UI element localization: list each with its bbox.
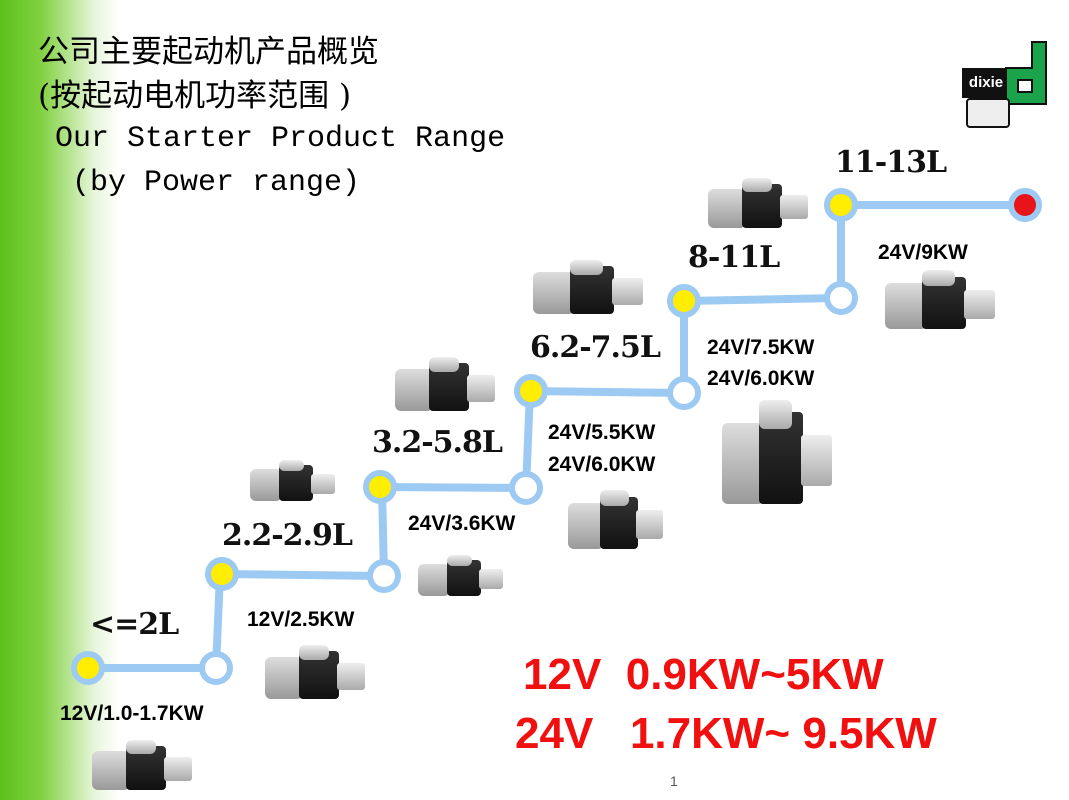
summary-24v: 24V 1.7KW~ 9.5KW xyxy=(515,709,937,758)
title-cn-line2: (按起动电机功率范围 ) xyxy=(38,78,352,114)
dixie-logo: dixie xyxy=(962,40,1052,130)
range-label: 8-11L xyxy=(688,240,780,275)
range-node xyxy=(199,651,233,685)
truck-icon xyxy=(966,98,1010,128)
range-label: 6.2-7.5L xyxy=(530,330,661,365)
starter-motor-image xyxy=(568,490,663,555)
starter-motor-image xyxy=(250,460,335,505)
title-en-line2: (by Power range) xyxy=(72,166,361,200)
starter-motor-image xyxy=(722,400,832,515)
end-node xyxy=(1008,188,1042,222)
starter-motor-image xyxy=(395,357,495,417)
range-node xyxy=(514,374,548,408)
logo-text: dixie xyxy=(962,68,1010,98)
starter-motor-image xyxy=(418,555,503,600)
range-node xyxy=(71,651,105,685)
title-en-line1: Our Starter Product Range xyxy=(55,122,506,156)
range-label: <=2L xyxy=(90,607,179,642)
power-label: 24V/6.0KW xyxy=(548,453,656,476)
range-node xyxy=(205,557,239,591)
range-label: 11-13L xyxy=(835,145,947,180)
starter-motor-image xyxy=(708,178,808,233)
title-cn-line1: 公司主要起动机产品概览 xyxy=(38,34,379,70)
range-node xyxy=(367,559,401,593)
range-node xyxy=(667,376,701,410)
range-node xyxy=(363,470,397,504)
summary-12v: 12V 0.9KW~5KW xyxy=(523,650,884,699)
range-label: 3.2-5.8L xyxy=(372,425,503,460)
starter-motor-image xyxy=(265,645,365,705)
power-label: 24V/9KW xyxy=(878,241,968,264)
page-number: 1 xyxy=(670,773,678,789)
power-label: 12V/1.0-1.7KW xyxy=(60,702,204,725)
power-label: 24V/7.5KW xyxy=(707,336,815,359)
starter-motor-image xyxy=(92,740,192,795)
range-node xyxy=(509,471,543,505)
starter-motor-image xyxy=(885,270,995,335)
range-node xyxy=(667,284,701,318)
power-label: 24V/3.6KW xyxy=(408,512,516,535)
range-node xyxy=(824,188,858,222)
range-label: 2.2-2.9L xyxy=(222,518,353,553)
range-node xyxy=(824,281,858,315)
power-label: 24V/5.5KW xyxy=(548,421,656,444)
power-label: 24V/6.0KW xyxy=(707,367,815,390)
power-label: 12V/2.5KW xyxy=(247,608,355,631)
starter-motor-image xyxy=(533,260,643,320)
